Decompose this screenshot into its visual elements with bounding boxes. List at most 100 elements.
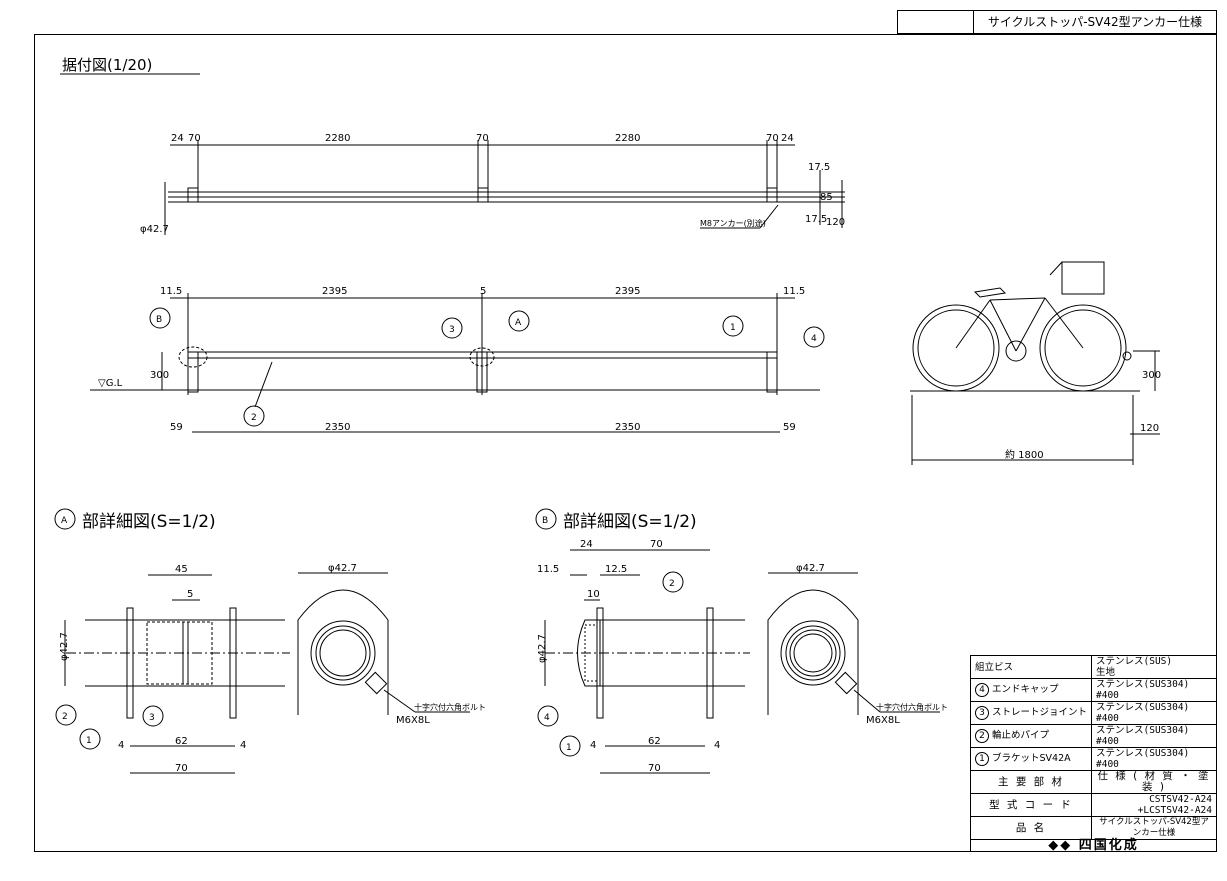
title-block: サイクルストッパ-SV42型アンカー仕様: [897, 10, 1217, 34]
name-label: 品 名: [969, 816, 1093, 840]
bike-height: 300: [1142, 370, 1161, 381]
plan-dim-120: 120: [826, 217, 845, 228]
code-label: 型 式 コ ー ド: [969, 793, 1093, 817]
elev-dim-2350-right: 2350: [615, 422, 640, 433]
elev-dim-11-5-left: 11.5: [160, 286, 182, 297]
plan-dim-2280-right: 2280: [615, 133, 640, 144]
detail-a-dim-4-left: 4: [118, 740, 124, 751]
detail-b-dim-12-5: 12.5: [605, 564, 627, 575]
plan-dim-24-right: 24: [781, 133, 794, 144]
detail-a-dim-70: 70: [175, 763, 188, 774]
plan-heading: 据付図(1/20): [62, 56, 152, 74]
detail-b: B 部詳細図(S=1/2) 24 70 11.5 12.5 10 φ42.7 4…: [535, 508, 948, 774]
plan-dim-70-right: 70: [766, 133, 779, 144]
detail-a-label-2: 2: [62, 712, 68, 722]
detail-b-label-4: 4: [544, 713, 550, 723]
detail-a-dim-5: 5: [187, 589, 193, 600]
plan-view: 24 70 2280 70 2280 70 24 17.5 85 120 17.…: [140, 133, 845, 235]
plan-dim-17-5-bottom: 17.5: [805, 214, 827, 225]
detail-b-dim-11-5: 11.5: [537, 564, 559, 575]
detail-a-dim-62: 62: [175, 736, 188, 747]
elev-label-3: 3: [449, 325, 455, 335]
name-row: 品 名 サイクルストッパ-SV42型アンカー仕様: [969, 816, 1217, 840]
detail-a-bolt-size: M6X8L: [396, 715, 430, 726]
detail-b-label-1: 1: [566, 743, 572, 753]
plan-dim-70-mid: 70: [476, 133, 489, 144]
detail-a: A 部詳細図(S=1/2) 45 5 φ42.7 4 62 4 70 2 3 1: [54, 508, 486, 774]
elev-dim-2395-right: 2395: [615, 286, 640, 297]
elev-dim-59-left: 59: [170, 422, 183, 433]
elev-label-2: 2: [251, 413, 257, 423]
elev-dim-11-5-right: 11.5: [783, 286, 805, 297]
plan-dim-24-left: 24: [171, 133, 184, 144]
detail-b-label-2: 2: [669, 579, 675, 589]
elev-label-b: B: [156, 315, 162, 325]
drawing-frame: [34, 34, 1217, 852]
code-row: 型 式 コ ー ド CSTSV42-A24+LCSTSV42-A24: [969, 793, 1217, 817]
detail-a-dim-45: 45: [175, 564, 188, 575]
bike-length: 約 1800: [1005, 448, 1044, 461]
parts-spec: ステンレス(SUS304)#400: [1091, 724, 1217, 748]
detail-a-label-3: 3: [149, 713, 155, 723]
detail-b-heading: 部詳細図(S=1/2): [563, 512, 697, 532]
detail-a-section-dia: φ42.7: [328, 563, 357, 574]
bicycle-view: 300 120 約 1800: [910, 261, 1161, 465]
detail-a-dim-dia: φ42.7: [59, 632, 70, 661]
elev-dim-59-right: 59: [783, 422, 796, 433]
bike-offset: 120: [1140, 423, 1159, 434]
parts-row: 組立ビス ステンレス(SUS)生地: [969, 655, 1217, 679]
drawing-title: サイクルストッパ-SV42型アンカー仕様: [987, 15, 1203, 29]
detail-b-dim-10: 10: [587, 589, 600, 600]
elev-dim-2395-left: 2395: [322, 286, 347, 297]
detail-b-bolt: 十字穴付六角ボルト: [876, 702, 948, 712]
company-logo: ◆◆ 四国化成: [970, 839, 1217, 852]
detail-b-dim-4-right: 4: [714, 740, 720, 751]
detail-b-dim-24: 24: [580, 539, 593, 550]
elev-dim-5: 5: [480, 286, 486, 297]
detail-a-label-1: 1: [86, 736, 92, 746]
plan-dim-2280-left: 2280: [325, 133, 350, 144]
elev-label-4: 4: [811, 334, 817, 344]
plan-dia: φ42.7: [140, 224, 169, 235]
plan-dim-70-left: 70: [188, 133, 201, 144]
parts-name: 組立ビス: [969, 655, 1093, 679]
plan-dim-85: 85: [820, 192, 833, 203]
detail-b-dim-70-top: 70: [650, 539, 663, 550]
detail-b-dim-62: 62: [648, 736, 661, 747]
detail-b-dim-70-bottom: 70: [648, 763, 661, 774]
header-left: 主 要 部 材: [969, 770, 1093, 794]
title-block-blank: [898, 11, 974, 33]
detail-b-dim-4-left: 4: [590, 740, 596, 751]
plan-anchor-note: M8アンカー(別途): [700, 218, 766, 228]
plan-dim-17-5-top: 17.5: [808, 162, 830, 173]
detail-a-heading: 部詳細図(S=1/2): [82, 512, 216, 532]
logo-row: ◆◆ 四国化成: [970, 839, 1217, 852]
detail-a-mark: A: [61, 516, 68, 526]
parts-spec: ステンレス(SUS304)#400: [1091, 678, 1217, 702]
elev-label-a: A: [515, 318, 522, 328]
detail-b-mark: B: [542, 516, 548, 526]
detail-b-dim-dia: φ42.7: [537, 634, 548, 663]
header-right: 仕 様 ( 材 質 ・ 塗 装 ): [1091, 770, 1217, 794]
detail-a-dim-4-right: 4: [240, 740, 246, 751]
parts-spec: ステンレス(SUS)生地: [1091, 655, 1217, 679]
detail-b-section-dia: φ42.7: [796, 563, 825, 574]
code-value: CSTSV42-A24+LCSTSV42-A24: [1091, 793, 1217, 817]
detail-b-bolt-size: M6X8L: [866, 715, 900, 726]
detail-a-bolt: 十字穴付六角ボルト: [414, 702, 486, 712]
parts-header-row: 主 要 部 材 仕 様 ( 材 質 ・ 塗 装 ): [969, 770, 1217, 794]
elevation-view: 11.5 2395 5 2395 11.5 59 2350 2350 59 30…: [90, 286, 825, 433]
elev-label-1: 1: [730, 323, 736, 333]
parts-spec: ステンレス(SUS304)#400: [1091, 747, 1217, 771]
elev-height: 300: [150, 370, 169, 381]
